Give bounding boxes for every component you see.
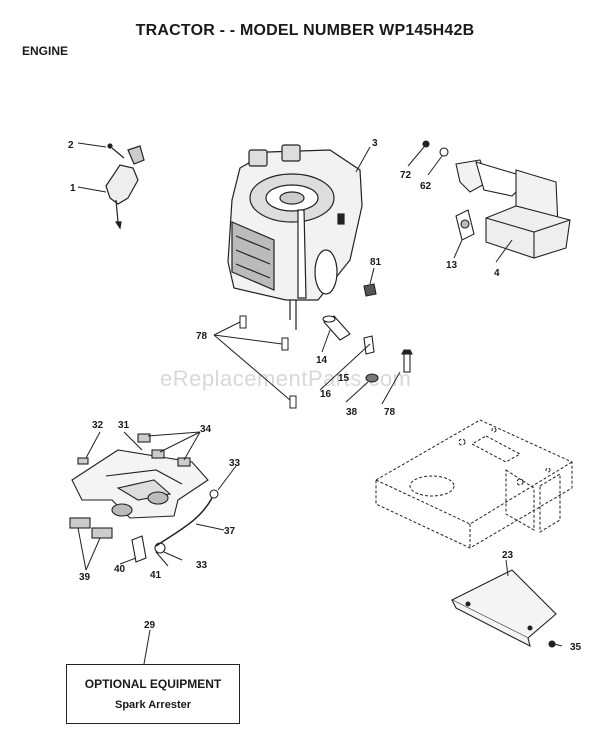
callout-14: 14 [316,355,328,366]
page-title: TRACTOR - - MODEL NUMBER WP145H42B [135,22,475,39]
callout-35: 35 [570,642,582,653]
callout-13: 13 [446,260,458,271]
callout-31: 31 [118,420,130,431]
callout-3: 3 [372,138,378,149]
callout-29: 29 [144,620,156,631]
callout-1: 1 [70,183,76,194]
optional-equipment-box: OPTIONAL EQUIPMENT Spark Arrester [66,664,240,724]
callout-23: 23 [502,550,514,561]
mounting-plate-drawing [69,433,219,563]
callout-41: 41 [150,570,162,581]
callout-32: 32 [92,420,104,431]
callout-34: 34 [200,424,212,435]
callout-40: 40 [114,564,126,575]
callout-33-lower: 33 [196,560,208,571]
muffler-drawing [422,140,571,259]
callout-2: 2 [68,140,74,151]
callout-62: 62 [420,181,432,192]
engine-bolts-drawing [239,315,297,409]
callout-15: 15 [338,373,350,384]
callout-39: 39 [79,572,91,583]
throttle-control-drawing [105,143,145,230]
callout-33-upper: 33 [229,458,241,469]
callout-78-lower: 78 [384,407,396,418]
callout-16: 16 [320,389,332,400]
section-label: ENGINE [22,44,69,58]
leader-lines [77,142,563,665]
heat-shield-drawing [450,569,557,648]
engine-drawing [227,144,363,330]
tractor-frame-drawing [375,419,573,549]
callout-78-upper: 78 [196,331,208,342]
optional-equipment-heading: OPTIONAL EQUIPMENT [84,677,222,691]
callout-81: 81 [370,257,382,268]
callout-72: 72 [400,170,412,181]
callout-37: 37 [224,526,236,537]
spark-arrester-label: Spark Arrester [114,699,192,711]
callout-4: 4 [494,268,500,279]
callout-38: 38 [346,407,358,418]
